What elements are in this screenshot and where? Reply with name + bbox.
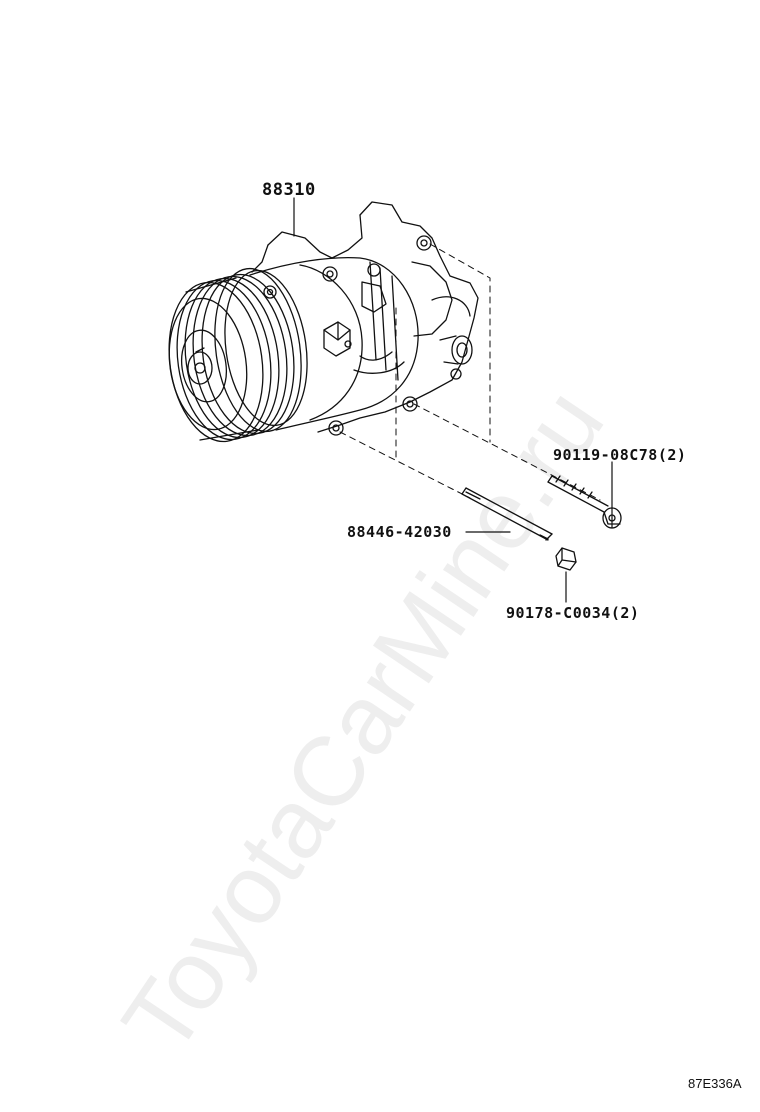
bolt-drawing bbox=[547, 475, 622, 529]
label-compressor: 88310 bbox=[262, 180, 316, 200]
stud-drawing bbox=[461, 487, 553, 541]
label-nut: 90178-C0034(2) bbox=[506, 604, 640, 622]
label-bolt: 90119-08C78(2) bbox=[553, 446, 687, 464]
nut-drawing bbox=[555, 547, 577, 571]
alignment-lines bbox=[339, 243, 601, 501]
label-stud: 88446-42030 bbox=[347, 523, 452, 541]
compressor-drawing bbox=[168, 201, 479, 443]
illustration-code: 87E336A bbox=[688, 1076, 742, 1091]
